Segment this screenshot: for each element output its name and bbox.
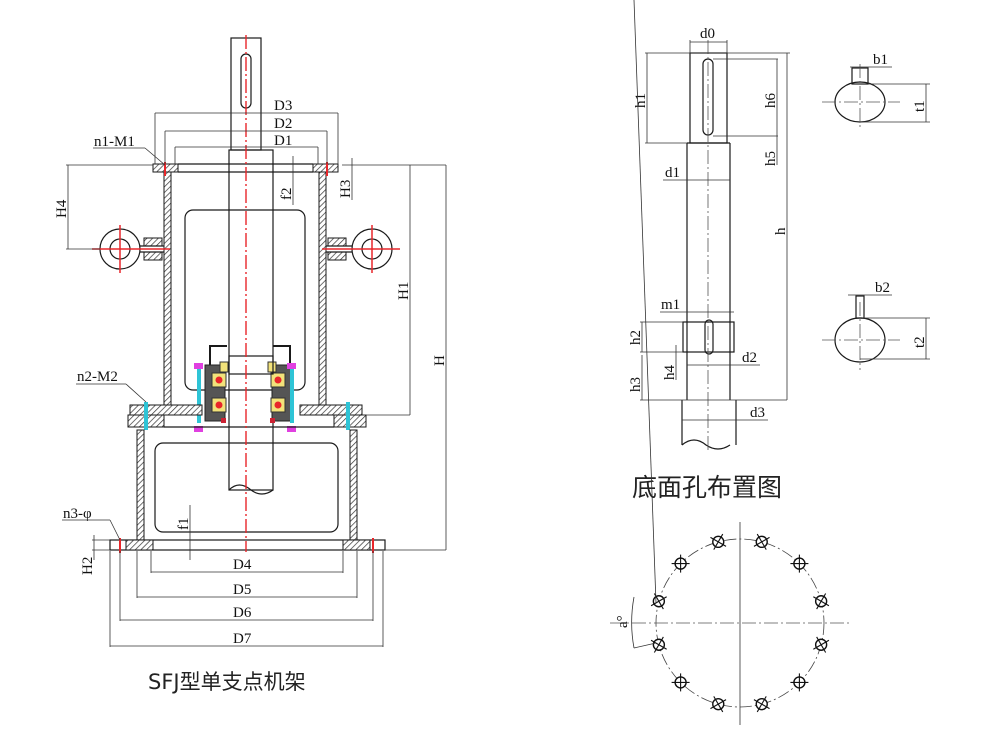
callout-n1-m1: n1-M1 [94,134,135,150]
shaft-key-collar [682,321,735,353]
top-flange-right [312,163,339,173]
bolt-hole [753,533,770,550]
dim-h2: h2 [628,330,644,345]
upper-wall-left [163,169,172,407]
dim-H4: H4 [54,199,70,218]
bolt-hole [671,554,690,573]
lower-wall-right [349,429,358,541]
bolt-hole [813,636,830,653]
base-flange [109,539,386,551]
dim-D5: D5 [233,582,251,598]
key-section-lower: b2 t2 [822,280,930,370]
dim-f2: f2 [279,188,295,201]
dim-d2: d2 [742,350,757,366]
dim-t1: t1 [912,100,928,112]
bolt-hole [710,533,727,550]
shaft-drawing: d0 h1 h6 h5 d1 h m1 h2 h3 h4 d2 d3 [628,26,790,452]
bolt-hole [790,554,809,573]
lifting-eye-right [322,225,400,273]
lifting-eye-left [92,225,170,273]
dim-H1: H1 [396,282,412,300]
dim-b1: b1 [873,52,888,68]
dim-h1: h1 [633,93,649,108]
dim-D4: D4 [233,557,252,573]
upper-wall-right [318,169,327,407]
dim-b2: b2 [875,280,890,296]
dim-h6: h6 [763,93,779,109]
mid-flange-left [129,404,203,416]
bolt-hole [650,593,667,610]
mid-flange-right [299,404,363,416]
hole-layout-diagram: 底面孔布置图 a° [610,0,850,725]
dim-H3: H3 [338,180,354,198]
bolt-hole [671,673,690,692]
angle-label: a° [615,615,631,628]
bearing-housing [194,345,296,432]
bolt-hole [753,696,770,713]
dim-t2: t2 [912,336,928,348]
dim-h5: h5 [763,151,779,166]
upper-window [184,209,306,391]
dim-d1: d1 [665,165,680,181]
dim-D6: D6 [233,605,252,621]
dim-h: h [773,227,789,235]
bolt-hole [710,696,727,713]
dim-H2: H2 [80,557,96,575]
dim-D3: D3 [274,98,292,114]
dim-D1: D1 [274,133,292,149]
bolt-hole [790,673,809,692]
mid-bolt-left [144,402,148,430]
dim-d0: d0 [700,26,715,42]
lower-wall-left [136,429,145,541]
dim-f1: f1 [176,518,192,531]
main-shaft [228,149,274,491]
sfj-frame-drawing: D3 D2 D1 n1-M1 H4 f2 H3 H1 H n2-M2 [54,35,448,694]
dim-m1: m1 [661,297,680,313]
callout-n2-m2: n2-M2 [77,369,118,385]
dim-D2: D2 [274,116,292,132]
key-section-upper: b1 t1 [822,52,930,130]
caption-sfj-frame: SFJ型单支点机架 [148,670,306,694]
shaft-head [689,52,728,144]
dim-d3: d3 [750,405,765,421]
shaft-break [228,484,274,495]
bolt-hole [813,593,830,610]
dim-H: H [432,355,448,366]
bolt-holes [650,533,830,713]
mid-bolt-right [346,402,350,430]
dim-h4: h4 [662,365,678,381]
caption-hole-layout: 底面孔布置图 [632,473,782,502]
bolt-hole [650,636,667,653]
callout-n3-phi: n3-φ [63,506,92,522]
dim-h3: h3 [628,377,644,392]
dim-D7: D7 [233,631,252,647]
